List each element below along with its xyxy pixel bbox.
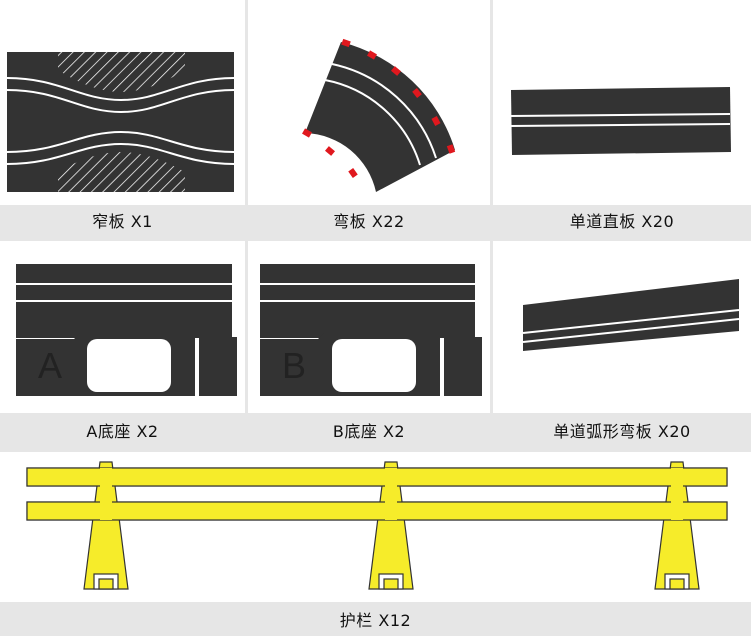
guardrail-post-middle	[368, 461, 414, 590]
guardrail-tile	[0, 452, 751, 602]
curve-board-illustration	[302, 38, 456, 192]
base-b-tile: B	[248, 241, 490, 413]
guardrail-illustration	[26, 461, 728, 590]
base-b-illustration	[260, 264, 482, 396]
guardrail-post-left	[83, 461, 129, 590]
narrow-board-illustration	[6, 52, 235, 192]
guardrail-caption: 护栏 X12	[339, 611, 412, 630]
arc-board-illustration	[522, 279, 740, 351]
base-a-tile: A	[0, 241, 245, 413]
straight-board-illustration	[510, 87, 731, 155]
straight-board-caption: 单道直板 X20	[569, 212, 675, 231]
base-b-letter: B	[282, 345, 307, 386]
straight-board-tile	[493, 0, 751, 205]
base-a-letter: A	[38, 345, 63, 386]
arc-board-tile	[493, 241, 751, 413]
base-a-caption: A底座 X2	[86, 422, 159, 441]
base-a-illustration	[16, 264, 237, 396]
guardrail-post-right	[654, 461, 700, 590]
narrow-board-caption: 窄板 X1	[92, 212, 153, 231]
curve-board-tile	[248, 0, 490, 205]
narrow-board-tile	[0, 0, 245, 205]
curve-board-caption: 弯板 X22	[333, 212, 405, 231]
base-b-caption: B底座 X2	[332, 422, 406, 441]
arc-board-caption: 单道弧形弯板 X20	[553, 422, 691, 441]
